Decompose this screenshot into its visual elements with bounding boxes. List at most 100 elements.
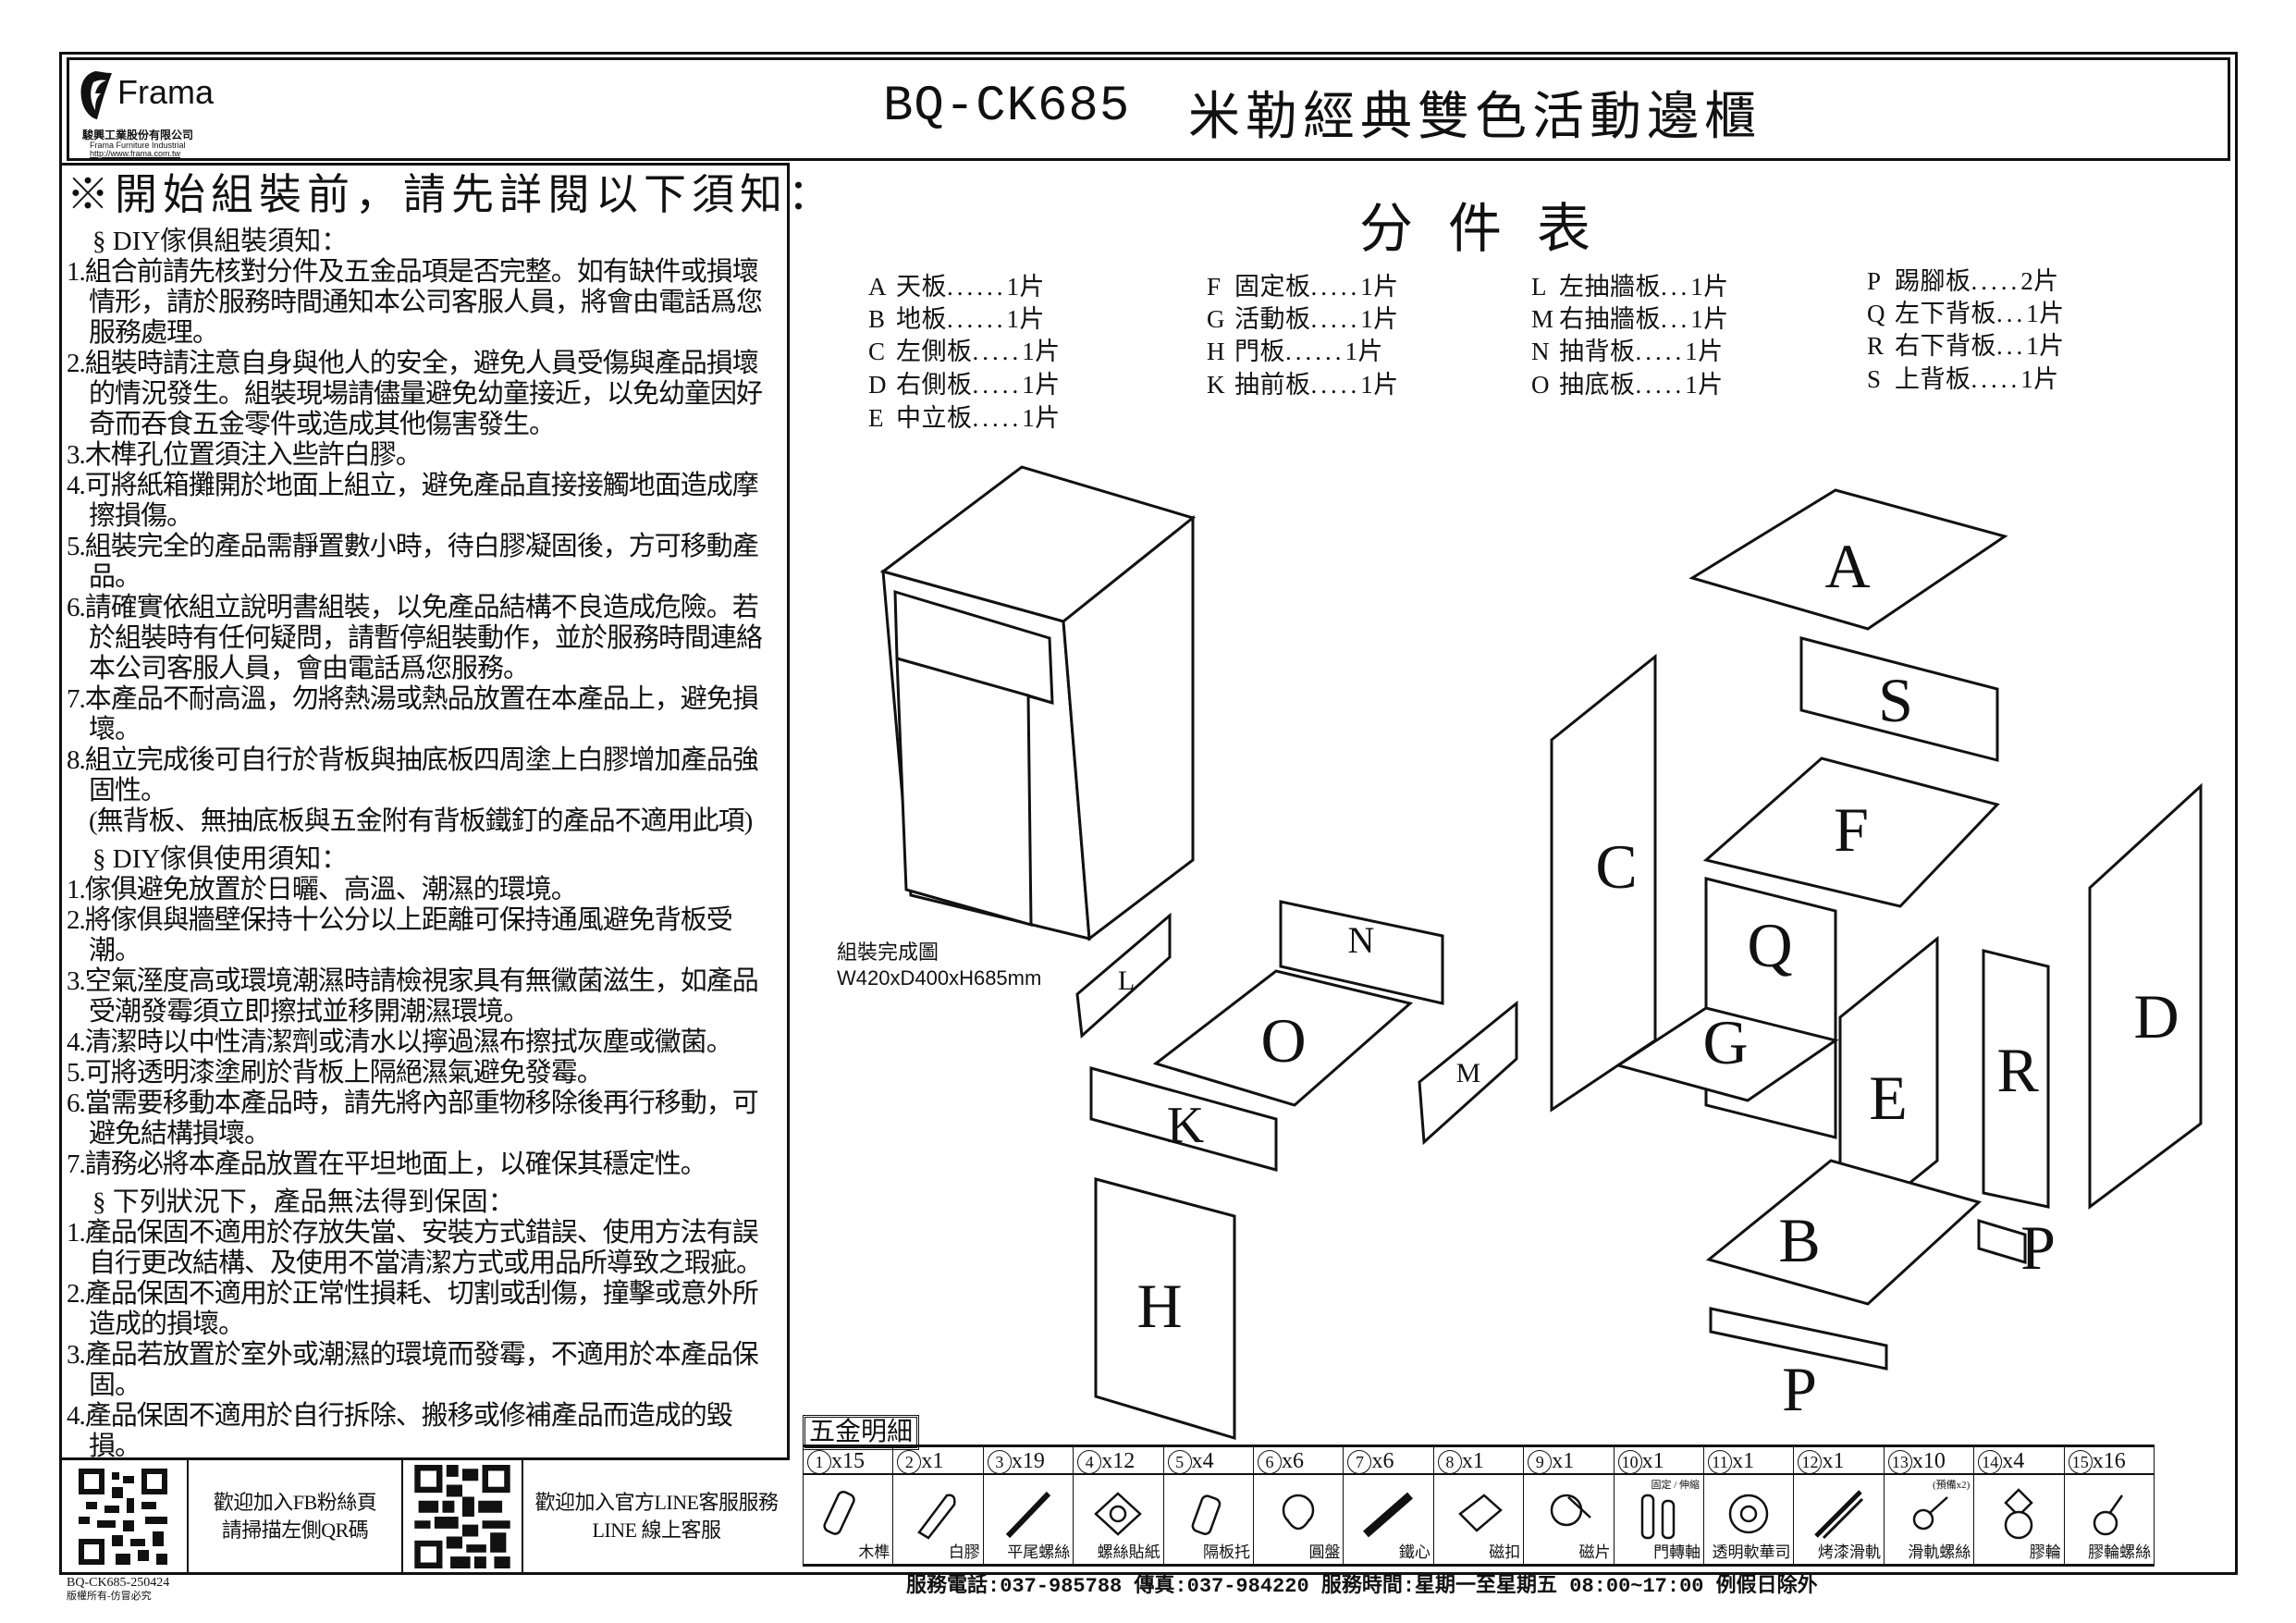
part-letter: L [1531, 273, 1547, 301]
part-letter: K [1207, 371, 1225, 399]
part-name: 天板 [896, 273, 947, 301]
hardware-qty: x16 [2092, 1449, 2126, 1473]
fb-line2: 請掃描左側QR碼 [221, 1518, 369, 1542]
part-qty: 1片 [1022, 371, 1061, 399]
hardware-name: 螺絲貼紙 [1097, 1543, 1160, 1561]
hardware-10-icon [1640, 1494, 1675, 1540]
service-info: 服務電話:037-985788 傳真:037-984220 服務時間:星期一至星… [906, 1575, 1818, 1598]
notice-panel: ※開始組裝前，請先詳閱以下須知： § DIY傢俱組裝須知： 1.組合前請先核對分… [59, 163, 830, 1461]
assembly-list: 1.組合前請先核對分件及五金品項是否完整。如有缺件或損壞情形，請於服務時間通知本… [67, 257, 781, 806]
assembled-label: 組裝完成圖 [837, 941, 939, 964]
part-name: 左抽牆板 [1559, 273, 1661, 301]
company-en: Frama Furniture Industrial [90, 141, 186, 150]
part-dots: ..... [1310, 305, 1361, 333]
part-qty: 1片 [1006, 305, 1045, 333]
hardware-qty: x4 [2002, 1449, 2025, 1473]
part-qty: 2片 [2020, 267, 2059, 295]
logo-wordmark: Frama [117, 73, 215, 111]
notice-item: 2.產品保固不適用於正常性損耗、切割或刮傷，撞擊或意外所造成的損壞。 [67, 1279, 759, 1339]
copyright: 版權所有-仿冒必究 [67, 1591, 152, 1602]
part-name: 抽底板 [1559, 371, 1636, 399]
part-name: 左下背板 [1895, 300, 1996, 327]
part-dots: ..... [1310, 371, 1361, 399]
hardware-number: 5 [1167, 1450, 1192, 1475]
hardware-qty: x6 [1282, 1449, 1305, 1473]
part-name: 門板 [1234, 338, 1285, 365]
part-qty: 1片 [1022, 338, 1061, 365]
hardware-name: 隔板托 [1203, 1543, 1251, 1561]
part-dots: ..... [1635, 371, 1686, 399]
hardware-name: 膠輪螺絲 [2088, 1543, 2152, 1561]
hardware-9-icon [1551, 1494, 1592, 1527]
assembly-heading: § DIY傢俱組裝須知： [92, 227, 349, 256]
logo-company-cn: 駿興工業股份有限公司 [82, 129, 194, 141]
line-qr-cell [403, 1460, 523, 1572]
hardware-qty: x4 [1191, 1449, 1214, 1473]
part-letter: Q [1867, 300, 1885, 327]
part-letter: D [868, 371, 887, 399]
part-qty: 1片 [1006, 273, 1045, 301]
part-name: 地板 [896, 305, 947, 333]
hardware-label: 五金明細 [803, 1415, 920, 1450]
hardware-number: 10 [1617, 1450, 1642, 1475]
fb-qr-code-icon[interactable] [79, 1468, 167, 1565]
hardware-name: 門轉軸 [1653, 1543, 1701, 1561]
hardware-number: 3 [987, 1450, 1012, 1475]
notice-item: 7.請務必將本產品放置在平坦地面上，以確保其穩定性。 [67, 1150, 707, 1179]
hardware-name: 圓盤 [1308, 1543, 1341, 1561]
usage-list: 1.傢俱避免放置於日曬、高溫、潮濕的環境。2.將傢俱與牆壁保持十公分以上距離可保… [67, 875, 781, 1180]
line-qr-code-icon[interactable] [414, 1464, 510, 1568]
notice-item: 6.當需要移動本產品時，請先將內部重物移除後再行移動，可避免結構損壞。 [67, 1088, 759, 1149]
notice-item: 1.產品保固不適用於存放失當、安裝方式錯誤、使用方法有誤自行更改結構、及使用不當… [67, 1218, 763, 1278]
notice-item: 4.可將紙箱攤開於地面上組立，避免產品直接接觸地面造成摩擦損傷。 [67, 471, 759, 531]
company-url: http://www.frama.com.tw [90, 149, 181, 158]
part-letter: H [1207, 338, 1225, 365]
product-name: 米勒經典雙色活動邊櫃 [1188, 89, 1762, 146]
part-qty: 1片 [1685, 371, 1724, 399]
notice-item: 2.組裝時請注意自身與他人的安全，避免人員受傷與產品損壞的情況發生。組裝現場請儘… [67, 349, 763, 439]
part-dots: ...... [947, 305, 1007, 333]
part-letter: B [868, 305, 886, 333]
hardware-name: 白膠 [948, 1543, 980, 1561]
header: Frama 駿興工業股份有限公司 Frama Furniture Industr… [67, 57, 2230, 161]
part-dots: ... [1996, 300, 2027, 327]
hardware-qty: x1 [1461, 1449, 1484, 1473]
frama-logo-icon [80, 71, 112, 119]
hardware-name: 磁扣 [1489, 1543, 1521, 1561]
assembly-note: (無背板、無抽底板與五金附有背板鐵釘的產品不適用此項) [89, 806, 753, 836]
hardware-7-icon [1363, 1492, 1414, 1538]
part-name: 抽前板 [1234, 371, 1311, 399]
hardware-name: 滑軌螺絲 [1908, 1543, 1971, 1561]
hardware-12-icon [1814, 1490, 1864, 1540]
part-letter: G [1207, 305, 1225, 333]
part-dots: ..... [1971, 267, 2021, 295]
hardware-qty: x1 [1552, 1449, 1575, 1473]
hardware-number: 9 [1528, 1450, 1553, 1475]
hardware-name: 平尾螺絲 [1007, 1543, 1071, 1561]
hardware-qty: x1 [921, 1449, 944, 1473]
part-name: 右抽牆板 [1559, 305, 1661, 333]
part-dots: ...... [1285, 338, 1345, 365]
hardware-number: 7 [1347, 1450, 1372, 1475]
hardware-11-icon [1728, 1494, 1769, 1534]
